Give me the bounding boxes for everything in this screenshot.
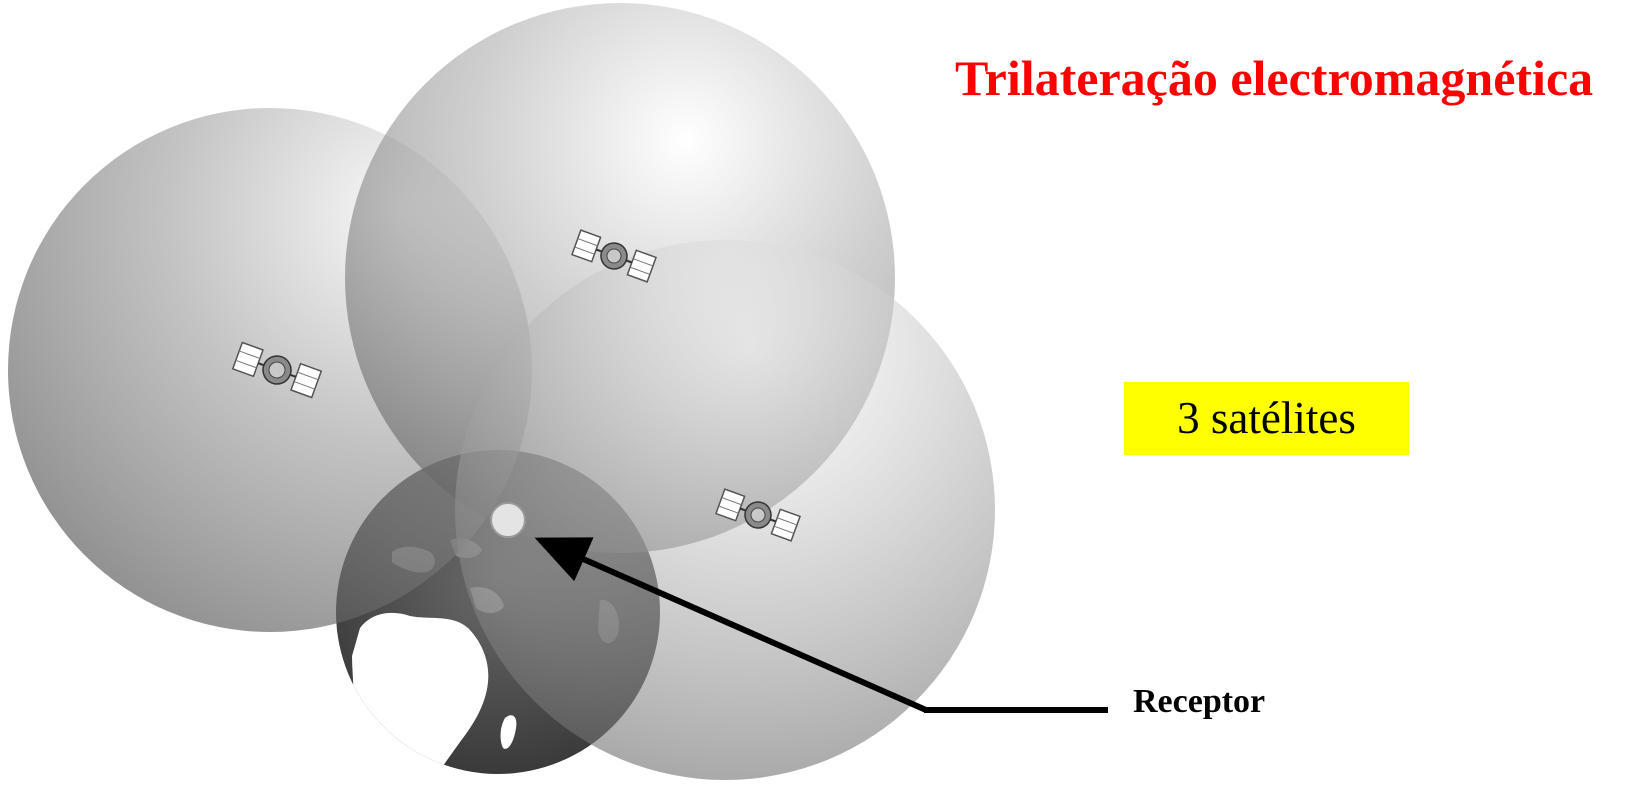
receiver-dot <box>490 502 526 538</box>
receiver-label: Receptor <box>1133 683 1266 720</box>
receiver-arrow <box>534 537 928 713</box>
satellite-icon-right <box>715 488 801 542</box>
satellite-icon-left <box>231 341 323 399</box>
satellite-icon-top <box>571 229 657 283</box>
satellite-count-badge: 3 satélites <box>1124 382 1409 455</box>
diagram-title: Trilateração electromagnética <box>955 50 1594 106</box>
